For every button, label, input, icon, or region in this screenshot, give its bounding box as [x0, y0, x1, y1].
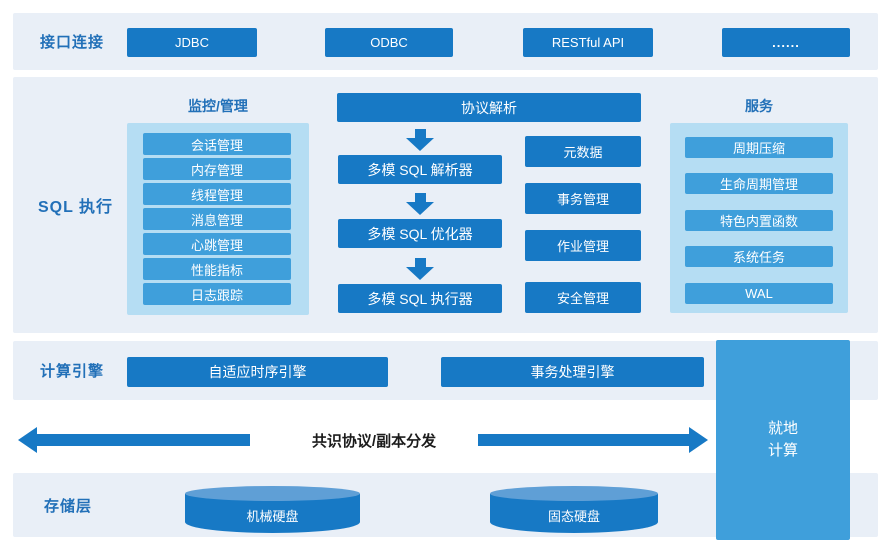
mgmt-security: 安全管理 — [525, 282, 641, 313]
services-panel: 周期压缩 生命周期管理 特色内置函数 系统任务 WAL — [670, 123, 848, 313]
storage-layer-label: 存储层 — [44, 497, 93, 515]
monitor-item-memory: 内存管理 — [143, 158, 291, 180]
mgmt-transaction: 事务管理 — [525, 183, 641, 214]
consensus-arrow-left — [18, 427, 250, 453]
service-item-builtin-functions: 特色内置函数 — [685, 210, 833, 231]
consensus-label: 共识协议/副本分发 — [311, 433, 437, 450]
sql-execution-label: SQL 执行 — [38, 199, 114, 216]
consensus-arrow-right — [478, 427, 708, 453]
disk-ssd-label: 固态硬盘 — [490, 494, 658, 533]
mgmt-metadata: 元数据 — [525, 136, 641, 167]
interface-layer-label: 接口连接 — [40, 34, 105, 51]
connector-more: ...... — [722, 28, 850, 57]
arrow-left-head-icon — [18, 427, 37, 453]
pipeline-sql-executor: 多模 SQL 执行器 — [338, 284, 502, 313]
disk-hdd-cylinder-icon: 机械硬盘 — [185, 486, 360, 533]
flow-arrow-down-2 — [406, 193, 434, 215]
connector-jdbc: JDBC — [127, 28, 257, 57]
pipeline-sql-parser: 多模 SQL 解析器 — [338, 155, 502, 184]
inplace-compute-line1: 就地 — [767, 419, 798, 437]
engine-timeseries: 自适应时序引擎 — [127, 357, 388, 387]
flow-arrow-down-3 — [406, 258, 434, 280]
service-item-wal: WAL — [685, 283, 833, 304]
monitor-item-logtrace: 日志跟踪 — [143, 283, 291, 305]
mgmt-job: 作业管理 — [525, 230, 641, 261]
arrow-right-head-icon — [689, 427, 708, 453]
protocol-parsing-bar: 协议解析 — [337, 93, 641, 122]
monitor-item-metrics: 性能指标 — [143, 258, 291, 280]
inplace-compute-line2: 计算 — [767, 442, 798, 459]
disk-ssd-cylinder-icon: 固态硬盘 — [490, 486, 658, 533]
interface-layer-band: 接口连接 JDBC ODBC RESTful API ...... — [13, 13, 878, 70]
service-item-compaction: 周期压缩 — [685, 137, 833, 158]
monitor-item-heartbeat: 心跳管理 — [143, 233, 291, 255]
engine-transaction: 事务处理引擎 — [441, 357, 704, 387]
flow-arrow-down-1 — [406, 129, 434, 151]
monitor-item-session: 会话管理 — [143, 133, 291, 155]
connector-restful-api: RESTful API — [523, 28, 653, 57]
service-item-lifecycle: 生命周期管理 — [685, 173, 833, 194]
monitoring-panel: 会话管理 内存管理 线程管理 消息管理 心跳管理 性能指标 日志跟踪 — [127, 123, 309, 315]
pipeline-sql-optimizer: 多模 SQL 优化器 — [338, 219, 502, 248]
monitor-item-thread: 线程管理 — [143, 183, 291, 205]
monitoring-title: 监控/管理 — [188, 98, 248, 114]
service-item-system-tasks: 系统任务 — [685, 246, 833, 267]
monitor-item-message: 消息管理 — [143, 208, 291, 230]
inplace-compute-block: 就地 计算 — [716, 340, 850, 540]
sql-execution-band: SQL 执行 监控/管理 会话管理 内存管理 线程管理 消息管理 心跳管理 性能… — [13, 77, 878, 333]
services-title: 服务 — [745, 98, 773, 114]
compute-layer-label: 计算引擎 — [40, 363, 105, 380]
connector-odbc: ODBC — [325, 28, 453, 57]
